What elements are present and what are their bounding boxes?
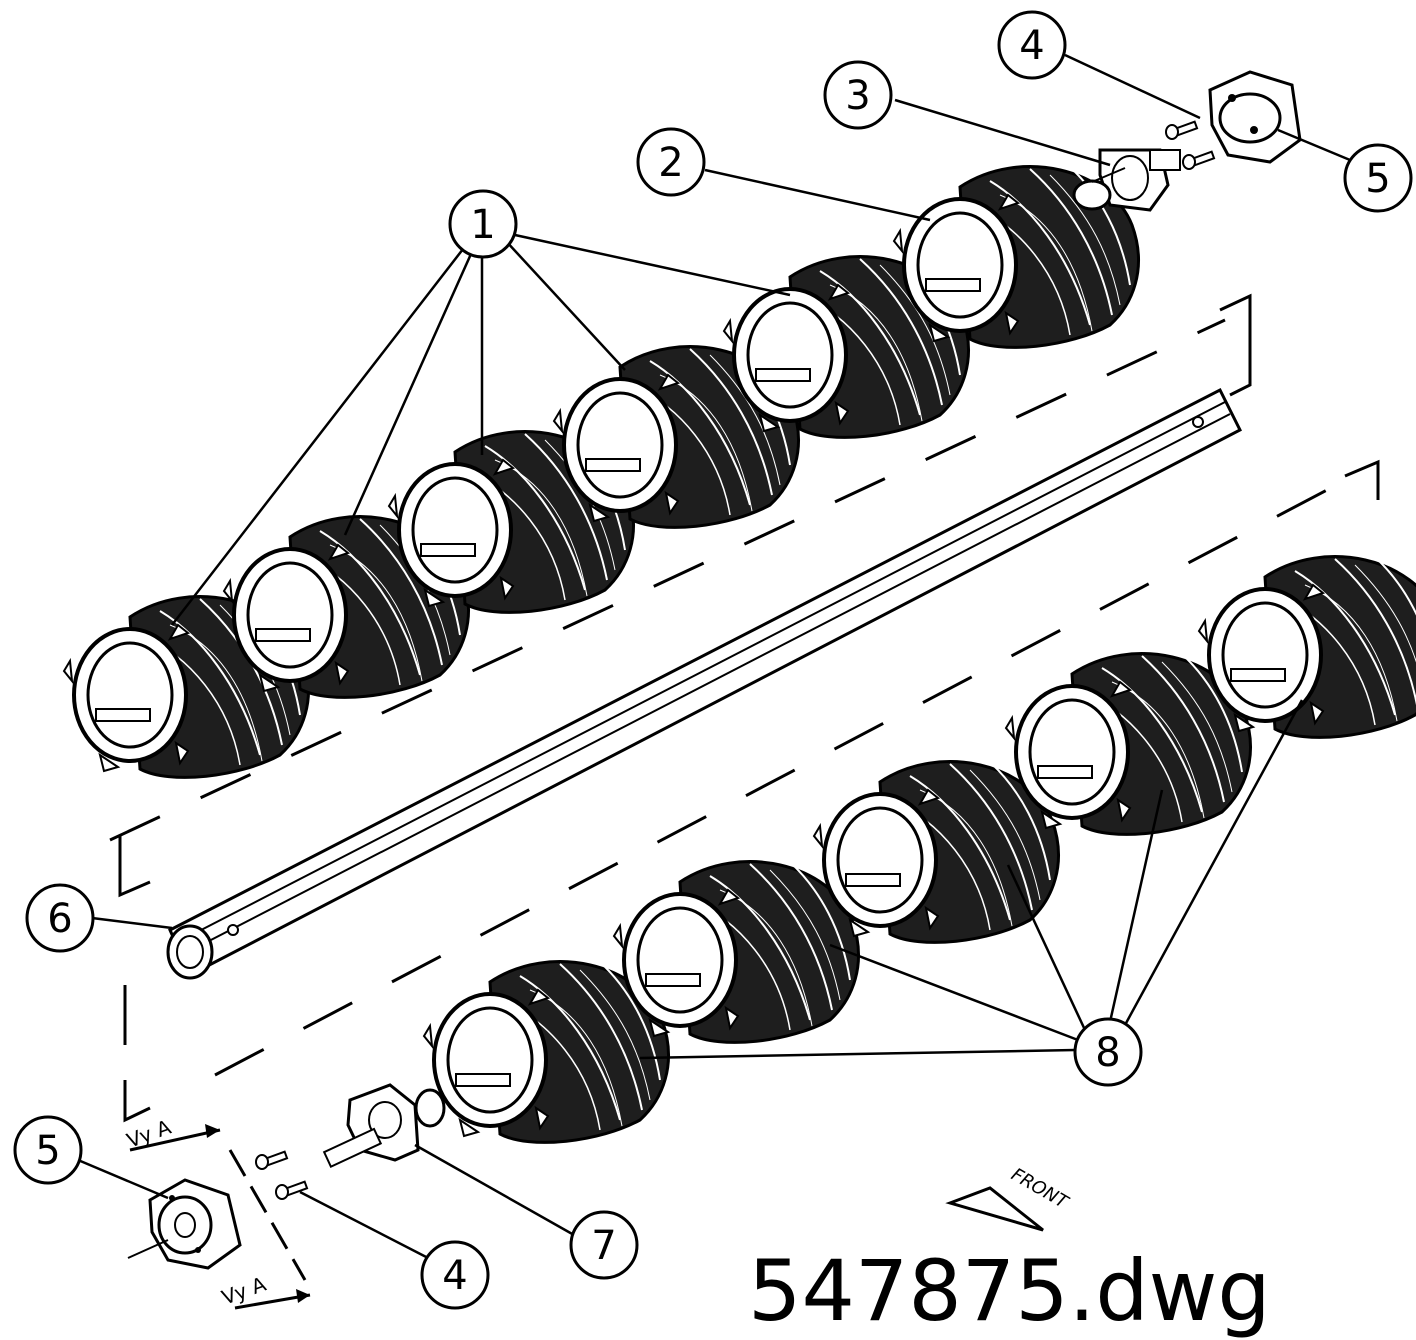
callout-7: 7 (569, 1210, 639, 1280)
callout-1: 1 (448, 189, 518, 259)
lower-bolts (255, 1150, 309, 1200)
svg-text:3: 3 (845, 73, 870, 119)
callout-3: 3 (823, 60, 893, 130)
callout-2: 2 (636, 127, 706, 197)
callout-6: 6 (25, 883, 95, 953)
callout-5-upper: 5 (1343, 143, 1413, 213)
svg-text:4: 4 (442, 1253, 467, 1299)
bolt-4-upper-b (1182, 150, 1216, 170)
callout-4-lower: 4 (420, 1240, 490, 1310)
shaft (166, 387, 1243, 980)
lower-roller-row (422, 554, 1416, 1145)
bolt-4-upper-a (1165, 120, 1199, 140)
roller-sleeve-8c (812, 759, 1061, 945)
svg-text:5: 5 (35, 1128, 60, 1174)
svg-text:4: 4 (1019, 23, 1044, 69)
svg-text:6: 6 (47, 896, 72, 942)
callout-8: 8 (1073, 1017, 1143, 1087)
leader-lines (77, 53, 1351, 1262)
callout-4-upper: 4 (997, 10, 1067, 80)
svg-text:1: 1 (470, 202, 495, 248)
svg-text:2: 2 (658, 140, 683, 186)
lower-end-cap (127, 1178, 242, 1270)
svg-text:8: 8 (1095, 1030, 1120, 1076)
axis-brackets (118, 293, 1380, 1123)
front-label: FRONT (1008, 1164, 1073, 1214)
assembly-axis-lines (109, 318, 1366, 1077)
svg-text:7: 7 (591, 1223, 616, 1269)
drawing-file-name: 547875.dwg (748, 1242, 1271, 1340)
front-indicator: FRONT (945, 1164, 1073, 1232)
bolt-4-lower-a (255, 1150, 289, 1170)
svg-text:5: 5 (1365, 156, 1390, 202)
upper-end-cap (1208, 70, 1302, 164)
bolt-4-lower-b (275, 1180, 309, 1200)
roller-sleeve-8b (612, 859, 861, 1045)
callout-5-lower: 5 (13, 1115, 83, 1185)
lower-bearing-stub (322, 1083, 446, 1168)
roller-sleeve-8e (1197, 554, 1416, 740)
upper-roller-row (62, 164, 1141, 780)
upper-bearing-stub (1072, 148, 1181, 212)
